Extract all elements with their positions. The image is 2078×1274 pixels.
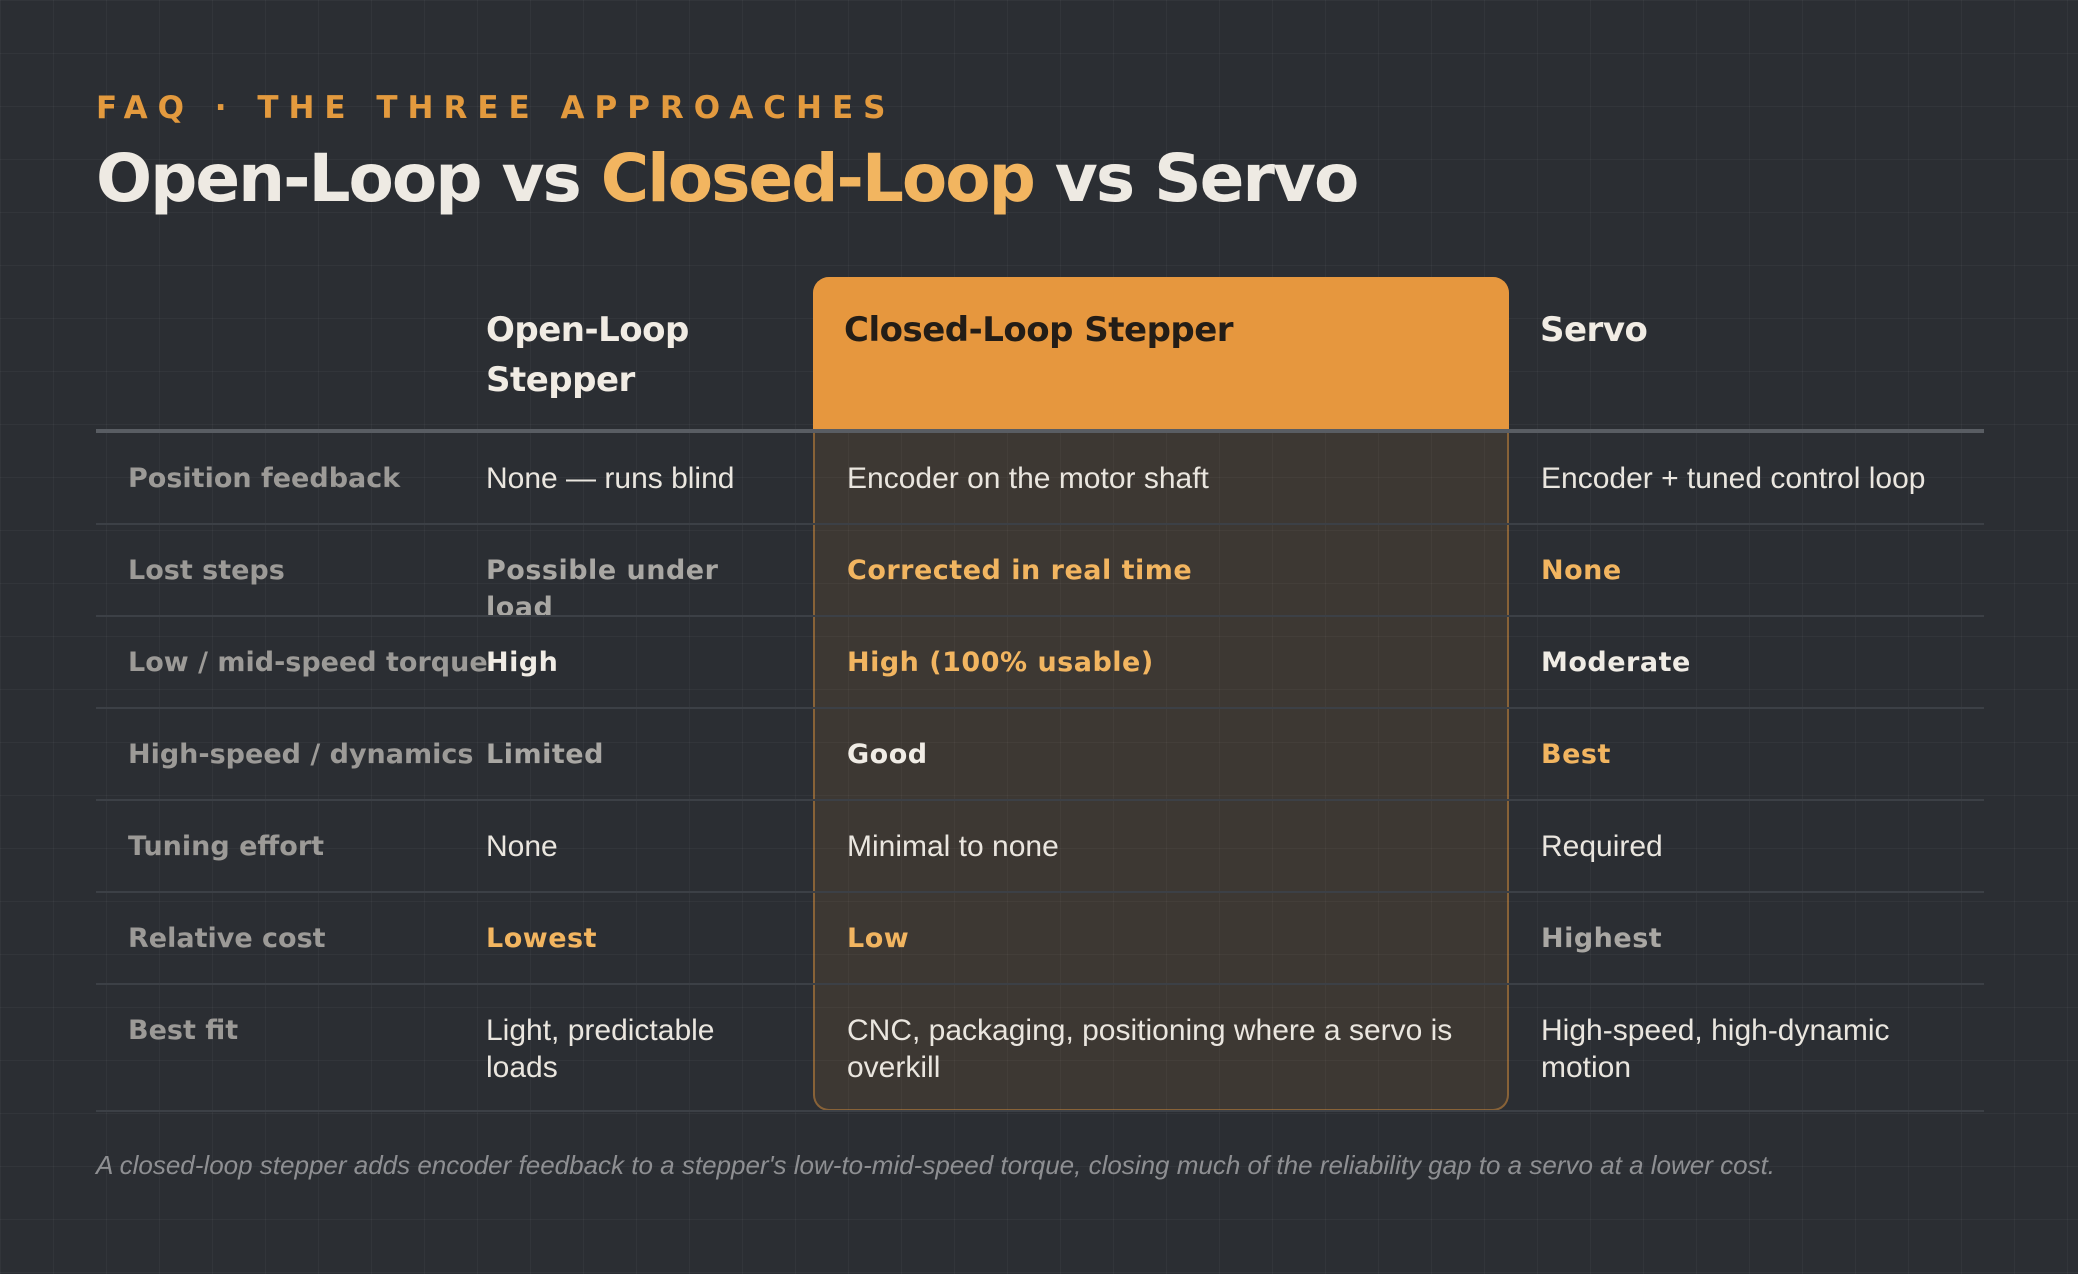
header-divider — [96, 429, 1984, 433]
cell-open-lost-steps: Possible under load — [486, 555, 719, 623]
cell-servo-cost: Highest — [1541, 923, 1663, 954]
cell-open-dynamics: Limited — [486, 739, 604, 770]
footnote: A closed-loop stepper adds encoder feedb… — [96, 1150, 1776, 1180]
row-label-tuning-effort: Tuning effort — [128, 831, 325, 862]
cell-open-tuning: None — [486, 830, 558, 863]
row-divider — [96, 523, 1984, 525]
title-part-closed: Closed-Loop — [600, 140, 1036, 217]
column-header-closed-loop: Closed-Loop Stepper — [844, 310, 1234, 350]
title-part-servo: vs Servo — [1033, 140, 1360, 217]
column-header-servo: Servo — [1540, 310, 1648, 350]
cell-open-torque: High — [486, 647, 559, 678]
cell-closed-cost: Low — [847, 923, 910, 954]
title-part-open: Open-Loop vs — [96, 140, 601, 217]
cell-servo-lost-steps: None — [1541, 555, 1622, 586]
cell-servo-dynamics: Best — [1541, 739, 1611, 770]
cell-servo-tuning: Required — [1541, 830, 1663, 863]
row-divider — [96, 891, 1984, 893]
page-title: Open-Loop vs Closed-Loop vs Servo — [96, 140, 1360, 217]
row-label-best-fit: Best fit — [128, 1015, 239, 1046]
cell-closed-position-feedback: Encoder on the motor shaft — [847, 462, 1209, 495]
cell-open-best-fit: Light, predictable loads — [486, 1014, 715, 1084]
cell-servo-best-fit: High-speed, high-dynamic motion — [1541, 1014, 1890, 1084]
cell-servo-torque: Moderate — [1541, 647, 1691, 678]
eyebrow: FAQ · THE THREE APPROACHES — [96, 90, 896, 126]
row-divider — [96, 707, 1984, 709]
cell-closed-best-fit: CNC, packaging, positioning where a serv… — [847, 1014, 1453, 1084]
cell-servo-position-feedback: Encoder + tuned control loop — [1541, 462, 1926, 495]
cell-closed-tuning: Minimal to none — [847, 830, 1059, 863]
cell-closed-dynamics: Good — [847, 739, 928, 770]
row-divider — [96, 1110, 1984, 1112]
row-label-position-feedback: Position feedback — [128, 463, 401, 494]
cell-open-position-feedback: None — runs blind — [486, 462, 735, 495]
row-label-relative-cost: Relative cost — [128, 923, 326, 954]
column-header-open-loop: Open-Loop Stepper — [486, 310, 689, 400]
row-divider — [96, 799, 1984, 801]
row-divider — [96, 983, 1984, 985]
row-label-lost-steps: Lost steps — [128, 555, 285, 586]
row-label-low-mid-speed-torque: Low / mid-speed torque — [128, 647, 488, 678]
cell-open-cost: Lowest — [486, 923, 597, 954]
highlighted-column-header — [813, 277, 1509, 432]
cell-closed-lost-steps: Corrected in real time — [847, 555, 1193, 586]
cell-closed-torque: High (100% usable) — [847, 647, 1154, 678]
row-divider — [96, 615, 1984, 617]
row-label-high-speed-dynamics: High-speed / dynamics — [128, 739, 474, 770]
